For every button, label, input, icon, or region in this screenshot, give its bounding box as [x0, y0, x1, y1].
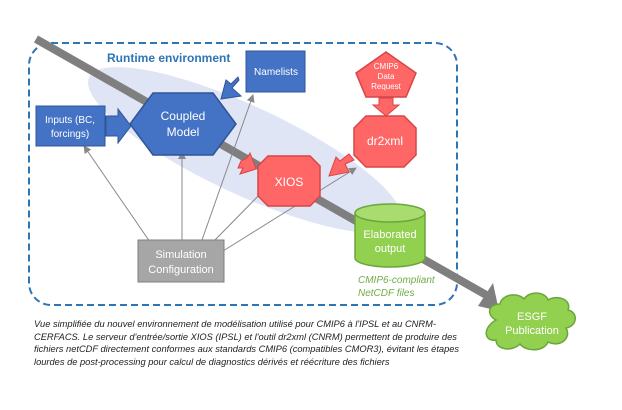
coupled-model-label-line2: Model — [167, 125, 200, 139]
cmip6-data-request-node: CMIP6 Data Request — [355, 51, 417, 98]
elaborated-output-label-line2: output — [375, 243, 406, 255]
connector-to-namelists — [201, 94, 255, 241]
simulation-configuration-label-line2: Configuration — [148, 264, 213, 276]
esgf-publication-node: ESGF Publication — [485, 292, 576, 351]
elaborated-output-label-line1: Elaborated — [363, 229, 416, 241]
namelists-label: Namelists — [254, 67, 298, 78]
coupled-model-label-line1: Coupled — [161, 109, 206, 123]
cmip6-request-label-line1: CMIP6 — [374, 62, 399, 71]
connector-to-inputs — [83, 145, 151, 243]
note-line1: CMIP6-compliant — [358, 275, 436, 286]
xios-node: XIOS — [257, 155, 321, 207]
simulation-configuration-label-line1: Simulation — [155, 249, 206, 261]
runtime-environment-frame — [28, 42, 458, 306]
inputs-node: Inputs (BC, forcings) — [35, 105, 106, 147]
namelists-to-model-arrow — [220, 76, 243, 100]
simulation-configuration-node: Simulation Configuration — [137, 239, 225, 283]
xios-label: XIOS — [275, 175, 304, 189]
esgf-label-line2: Publication — [505, 325, 559, 337]
inputs-label-line1: Inputs (BC, — [45, 115, 95, 126]
connector-to-dr2xml — [222, 167, 357, 252]
esgf-label-line1: ESGF — [517, 311, 547, 323]
note-line2: NetCDF files — [358, 288, 415, 299]
dr2xml-to-xios-arrow — [328, 153, 355, 177]
cmip6-compliant-note: CMIP6-compliant NetCDF files — [358, 275, 436, 299]
elaborated-output-node: Elaborated output — [354, 203, 426, 268]
pipeline-arrow-head — [478, 283, 499, 311]
namelists-node: Namelists — [245, 50, 306, 93]
request-to-dr2xml-arrow — [371, 97, 401, 117]
coupled-model-node: Coupled Model — [129, 92, 237, 156]
inputs-label-line2: forcings) — [51, 129, 89, 140]
runtime-environment-title: Runtime environment — [107, 51, 230, 65]
model-to-xios-arrow — [237, 151, 257, 175]
dr2xml-label: dr2xml — [367, 134, 403, 148]
cmip6-request-label-line3: Request — [371, 82, 402, 91]
dr2xml-node: dr2xml — [353, 115, 417, 168]
cmip6-request-label-line2: Data — [378, 72, 395, 81]
inputs-to-model-arrow — [105, 107, 132, 145]
figure-caption: Vue simplifiée du nouvel environnement d… — [34, 319, 460, 367]
config-connectors — [83, 94, 357, 252]
